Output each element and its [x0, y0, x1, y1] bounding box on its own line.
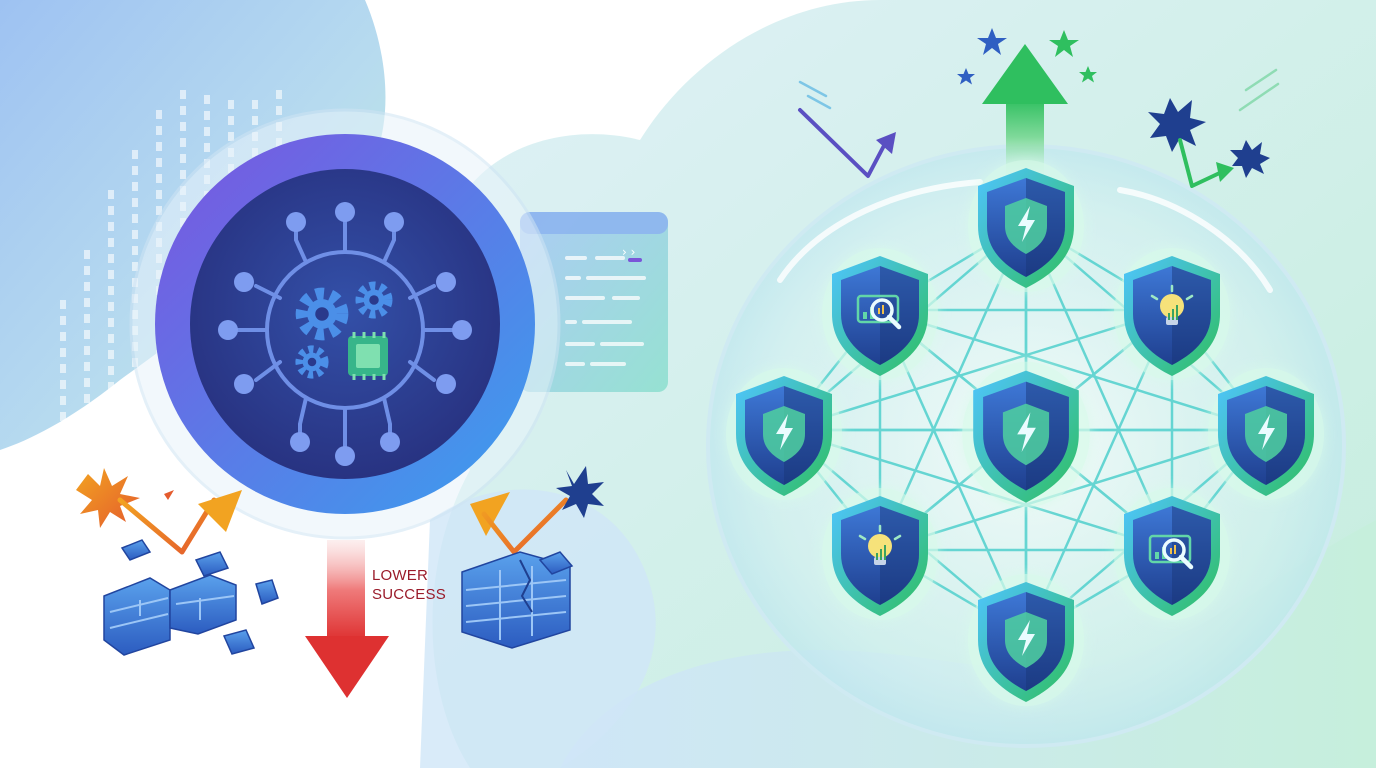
dot: [156, 174, 162, 183]
dot: [132, 166, 138, 175]
dot: [132, 214, 138, 223]
shield-node-lower-right: [1114, 488, 1230, 620]
star-icon: [1049, 30, 1097, 83]
dot: [156, 110, 162, 119]
dot: [156, 206, 162, 215]
dot: [156, 142, 162, 151]
dot: [228, 100, 234, 109]
dot: [204, 111, 210, 120]
shield-node-lower-left: [822, 488, 938, 620]
dot: [108, 206, 114, 215]
dot: [276, 106, 282, 115]
shield-node-bottom: [968, 574, 1084, 706]
dot: [60, 364, 66, 373]
dot: [84, 266, 90, 275]
dot: [180, 122, 186, 131]
dot: [84, 298, 90, 307]
dot: [180, 138, 186, 147]
dot: [156, 158, 162, 167]
network-link: [783, 308, 1173, 432]
dot: [204, 143, 210, 152]
lower-success-line2: SUCCESS: [372, 586, 446, 603]
barrier-crash-left: [76, 468, 279, 656]
dot: [60, 316, 66, 325]
dot: [108, 254, 114, 263]
dot: [60, 396, 66, 405]
dot: [108, 302, 114, 311]
dot: [84, 410, 90, 419]
dot: [180, 90, 186, 99]
shield-node-mid-left: [726, 368, 842, 500]
dot: [180, 170, 186, 179]
dot: [276, 90, 282, 99]
dot: [60, 412, 66, 421]
dot: [108, 334, 114, 343]
dot: [84, 394, 90, 403]
dot: [84, 250, 90, 259]
deflected-threat-right: [1148, 68, 1280, 188]
shield-node-upper-right: [1114, 248, 1230, 380]
dot: [108, 238, 114, 247]
dot: [108, 366, 114, 375]
dot: [84, 378, 90, 387]
dot: [132, 406, 138, 415]
dot: [84, 282, 90, 291]
deflected-threat-left: [798, 80, 896, 178]
shield-node-center: [962, 361, 1090, 507]
lower-success-line1: LOWER: [372, 567, 429, 584]
dot: [108, 286, 114, 295]
dot: [156, 190, 162, 199]
dot: [228, 132, 234, 141]
dot: [132, 198, 138, 207]
dot: [180, 154, 186, 163]
dot: [108, 350, 114, 359]
network-link: [879, 308, 1267, 432]
dot: [108, 270, 114, 279]
dot: [252, 116, 258, 125]
dot: [204, 127, 210, 136]
dot: [132, 182, 138, 191]
network-link: [783, 428, 1173, 552]
dot: [132, 262, 138, 271]
dot: [132, 150, 138, 159]
dot: [132, 390, 138, 399]
barrier-crash-right: [461, 466, 604, 649]
dot: [108, 382, 114, 391]
dot: [84, 362, 90, 371]
ai-core-hub: [129, 108, 561, 540]
dot: [228, 116, 234, 125]
dot: [108, 190, 114, 199]
dot: [84, 346, 90, 355]
shield-node-upper-left: [822, 248, 938, 380]
dot: [108, 398, 114, 407]
shield-node-top: [968, 160, 1084, 292]
arrow-down-icon: [305, 540, 389, 698]
network-link: [879, 428, 1267, 552]
dot: [60, 348, 66, 357]
shield-node-mid-right: [1208, 368, 1324, 500]
dot: [252, 100, 258, 109]
dot: [108, 222, 114, 231]
dot: [156, 126, 162, 135]
dot: [180, 106, 186, 115]
dot: [84, 314, 90, 323]
lower-success-label: LOWER SUCCESS: [372, 566, 456, 604]
dot: [60, 300, 66, 309]
dot: [204, 95, 210, 104]
dot: [132, 374, 138, 383]
chip-icon: [348, 332, 388, 380]
dot: [108, 414, 114, 423]
dot: [132, 246, 138, 255]
shield-nodes: [726, 160, 1324, 706]
dot: [60, 332, 66, 341]
dot: [108, 318, 114, 327]
star-icon: [957, 28, 1007, 85]
dot: [60, 380, 66, 389]
dot: [132, 230, 138, 239]
svg-text:› ›: › ›: [622, 245, 635, 259]
dot: [84, 330, 90, 339]
